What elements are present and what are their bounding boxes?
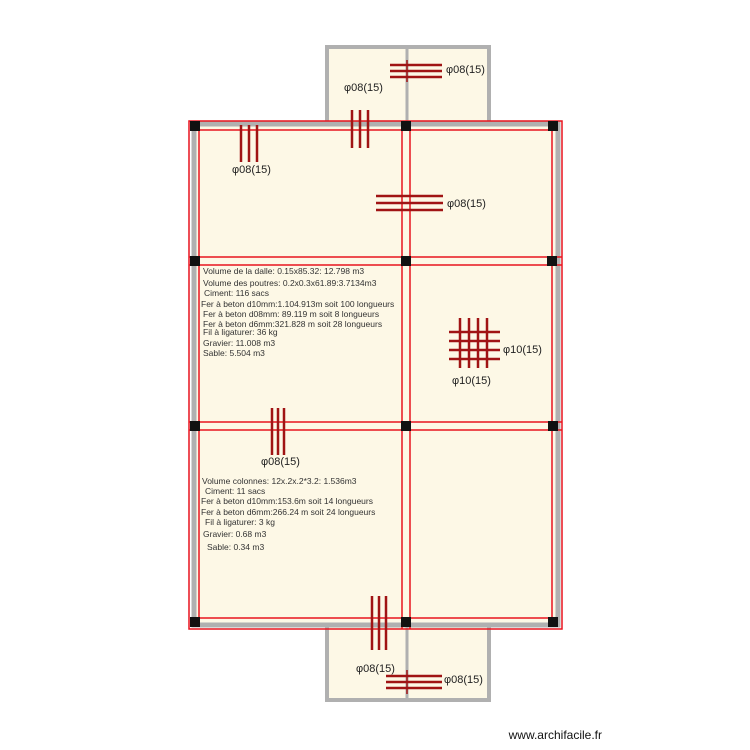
rebar-label-bottom-right: φ08(15) [444,674,483,686]
column-note: Ciment: 11 sacs [205,486,265,496]
slab-note: Gravier: 11.008 m3 [203,338,275,348]
column [548,121,558,131]
column-note: Gravier: 0.68 m3 [203,529,267,539]
rebar-room3 [270,408,286,455]
columns [190,121,558,627]
column [547,256,557,266]
rebar-symbols [239,60,500,694]
rebar-label-room1-right: φ08(15) [447,198,486,210]
rebar-bottom-vertical [370,596,388,650]
column-note: Fer à beton d6mm:266.24 m soit 24 longue… [201,507,375,517]
rebar-top-balcony [390,60,442,82]
slab-note: Fil à ligaturer: 36 kg [203,327,278,337]
rebar-label-room2-a: φ10(15) [503,344,542,356]
column-notes: Volume colonnes: 12x.2x.2*3.2: 1.536m3 C… [201,476,375,552]
column-note: Volume colonnes: 12x.2x.2*3.2: 1.536m3 [202,476,357,486]
rebar-room1-top [350,110,370,148]
slab-notes: Volume de la dalle: 0.15x85.32: 12.798 m… [201,266,394,358]
slab-note: Fer à beton d08mm: 89.119 m soit 8 longu… [203,309,379,319]
rebar-label-room3: φ08(15) [261,456,300,468]
column [548,421,558,431]
rebar-room1-right [376,194,443,212]
slab-note: Fer à beton d6mm:321.828 m soit 28 longu… [203,319,382,329]
column [190,256,200,266]
column [401,617,411,627]
rebar-bottom-balcony [386,670,442,694]
column [190,121,200,131]
column [190,617,200,627]
rebar-label-top-right: φ08(15) [446,64,485,76]
rebar-room2-grid [449,318,500,368]
slab-note: Sable: 5.504 m3 [203,348,265,358]
rebar-label-bottom-left: φ08(15) [356,663,395,675]
rebar-labels: φ08(15) φ08(15) φ08(15) φ08(15) φ10(15) … [232,64,542,686]
column [401,121,411,131]
slab-note: Fer à beton d10mm:1.104.913m soit 100 lo… [201,299,394,309]
column [548,617,558,627]
column [401,256,411,266]
rebar-label-room2-b: φ10(15) [452,375,491,387]
column-note: Sable: 0.34 m3 [207,542,264,552]
beams [188,120,563,630]
column-note: Fer à beton d10mm:153.6m soit 14 longueu… [201,496,373,506]
slab-note: Volume des poutres: 0.2x0.3x61.89:3.7134… [203,278,377,288]
rebar-room1-left [239,125,259,162]
slab-note: Ciment: 116 sacs [204,288,269,298]
column [401,421,411,431]
rebar-label-top-left: φ08(15) [344,82,383,94]
watermark: www.archifacile.fr [508,728,602,742]
slab-note: Volume de la dalle: 0.15x85.32: 12.798 m… [203,266,364,276]
main-slab [191,121,561,628]
column-note: Fil à ligaturer: 3 kg [205,517,275,527]
rebar-label-room1-left: φ08(15) [232,164,271,176]
column [190,421,200,431]
